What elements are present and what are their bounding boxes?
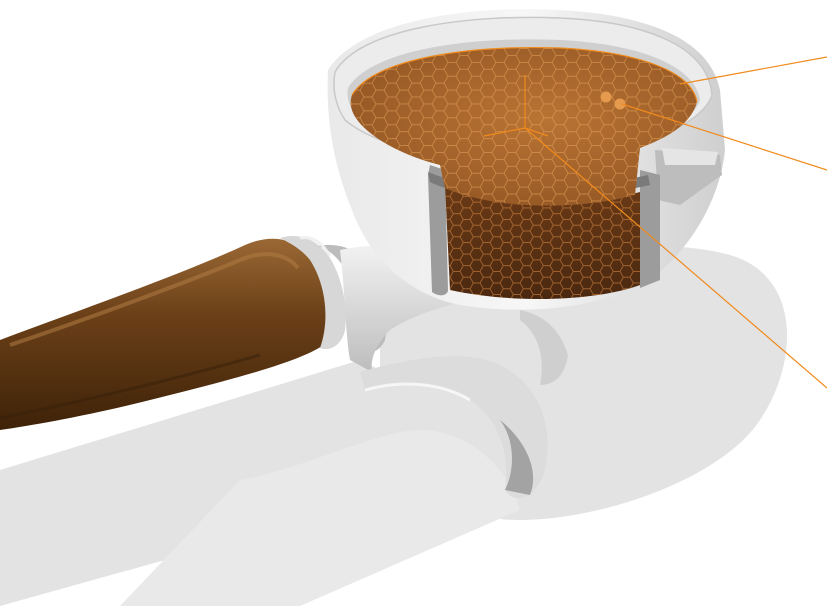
channel-spot-a [601,92,612,103]
